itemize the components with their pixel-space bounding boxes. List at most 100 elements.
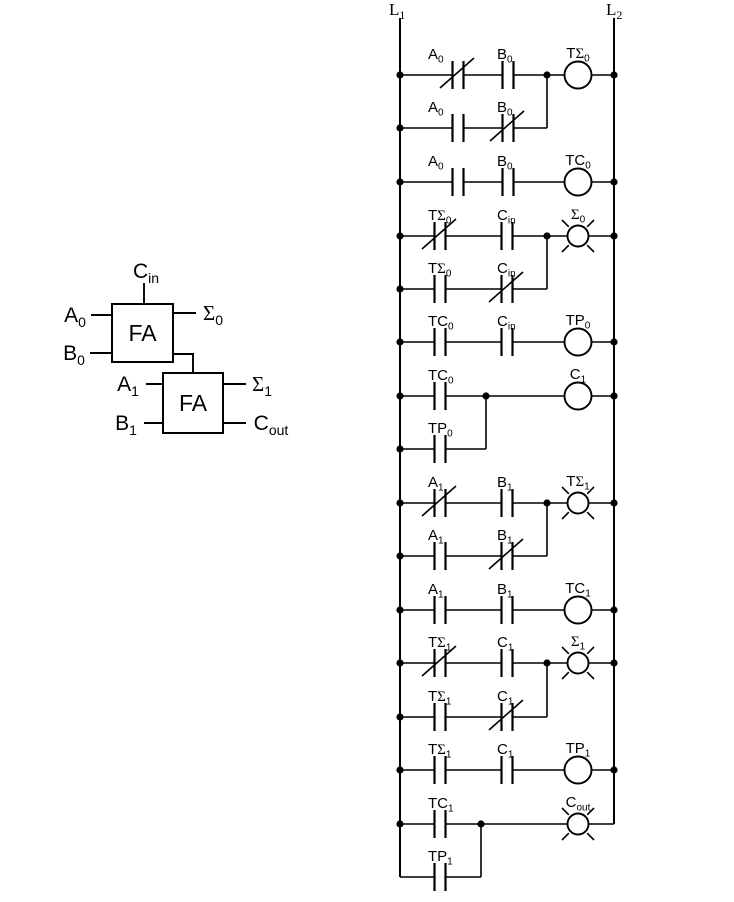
right-rail-junction-dot <box>610 659 618 667</box>
relay-coil: TΣ0 <box>563 45 593 90</box>
nc-slash <box>439 57 475 89</box>
fa-box-label: FA <box>179 390 208 416</box>
no-contact: A0 <box>400 153 465 196</box>
no-contact: A1 <box>400 581 447 624</box>
nc-contact: B1 <box>445 527 524 570</box>
output-label: Σ1 <box>571 634 586 653</box>
nc-slash <box>489 110 525 142</box>
no-contact: B1 <box>445 474 514 517</box>
right-rail-junction-dot <box>610 766 618 774</box>
ladder-rung: TC0 Cin TP0 <box>396 312 618 357</box>
contact-label: B1 <box>497 474 513 494</box>
coil-circle <box>563 755 593 785</box>
no-contact: TC0 <box>400 367 454 410</box>
relay-coil: TC1 <box>563 580 593 625</box>
no-contact: TP0 <box>400 420 453 463</box>
contact-label: B1 <box>497 581 513 601</box>
lamp-circle <box>566 491 590 515</box>
contact-label: TΣ1 <box>428 741 452 761</box>
contact-label: TC0 <box>428 313 454 333</box>
right-rail-junction-dot <box>610 338 618 346</box>
nc-contact: TΣ1 <box>400 634 457 677</box>
output-label: TP1 <box>566 740 591 760</box>
ladder-rung: A1 B1 TC1 <box>396 580 618 625</box>
output-label: TP0 <box>566 312 591 332</box>
nc-contact: A1 <box>400 474 457 517</box>
fa-box-outline <box>111 303 174 363</box>
a0-label: A0 <box>64 304 86 330</box>
contact-label: B1 <box>497 527 513 547</box>
contact-label: A1 <box>428 474 444 494</box>
lamp-ray <box>586 219 595 228</box>
no-contact: TΣ1 <box>400 688 452 731</box>
carry-link <box>173 353 194 373</box>
contact-label: Cin <box>497 207 516 227</box>
indicator-lamp: Σ1 <box>561 634 595 680</box>
fa0-box: FA <box>111 303 174 363</box>
contact-label: C1 <box>497 741 514 761</box>
coil-circle <box>563 60 593 90</box>
lamp-ray <box>586 832 595 841</box>
ladder-rung: TΣ1 C1 TP1 <box>396 740 618 785</box>
nc-slash <box>488 271 524 303</box>
contact-label: TΣ1 <box>428 688 452 708</box>
lamp-ray <box>561 219 570 228</box>
nc-contact: TΣ0 <box>400 207 457 250</box>
contact-label: TP0 <box>428 420 453 440</box>
sigma1-label: Σ1 <box>252 372 272 399</box>
ladder-rung: A1 B1 TΣ1 <box>396 473 618 520</box>
no-contact: TC0 <box>400 313 454 356</box>
output-label: TΣ1 <box>566 473 590 493</box>
indicator-lamp: Cout <box>561 794 595 841</box>
no-contact: C1 <box>445 634 514 677</box>
contact-label: TΣ0 <box>428 207 452 227</box>
right-rail-junction-dot <box>610 499 618 507</box>
sigma0-label: Σ0 <box>203 301 223 328</box>
b0-label: B0 <box>63 342 85 368</box>
cin-label: Cin <box>133 260 159 286</box>
coil-circle <box>563 381 593 411</box>
ladder-rung: TP1 <box>400 824 482 891</box>
indicator-lamp: Σ0 <box>561 207 595 253</box>
no-contact: B1 <box>445 581 514 624</box>
lamp-ray <box>561 671 570 680</box>
fa1-box: FA <box>162 372 224 434</box>
right-rail-junction-dot <box>610 606 618 614</box>
contact-label: C1 <box>497 688 514 708</box>
contact-label: TC0 <box>428 367 454 387</box>
fa-box-label: FA <box>128 320 157 346</box>
output-label: Σ0 <box>571 207 586 226</box>
coil-circle <box>563 327 593 357</box>
lamp-ray <box>586 671 595 680</box>
relay-coil: C1 <box>563 366 593 411</box>
nc-slash <box>488 538 524 570</box>
no-contact: Cin <box>445 313 516 356</box>
right-rail-label: L2 <box>606 0 622 22</box>
relay-coil: TC0 <box>563 152 593 197</box>
nc-slash <box>421 218 457 250</box>
contact-label: TP1 <box>428 848 453 868</box>
right-rail-junction-dot <box>610 232 618 240</box>
nc-contact: A0 <box>400 46 475 89</box>
nc-contact: Cin <box>445 260 524 303</box>
output-label: TC0 <box>565 152 591 172</box>
lamp-ray <box>586 646 595 655</box>
lamp-ray <box>586 244 595 253</box>
contact-label: TΣ1 <box>428 634 452 654</box>
lamp-ray <box>586 511 595 520</box>
nc-slash <box>421 485 457 517</box>
right-rail-junction-dot <box>610 71 618 79</box>
lamp-ray <box>561 646 570 655</box>
nc-slash <box>488 699 524 731</box>
no-contact: Cin <box>445 207 516 250</box>
nc-slash <box>421 645 457 677</box>
contact-label: A0 <box>428 153 444 173</box>
lamp-ray <box>561 832 570 841</box>
contact-label: A1 <box>428 581 444 601</box>
output-label: TΣ0 <box>566 45 590 65</box>
no-contact: TC1 <box>400 795 454 838</box>
contact-label: Cin <box>497 313 516 333</box>
